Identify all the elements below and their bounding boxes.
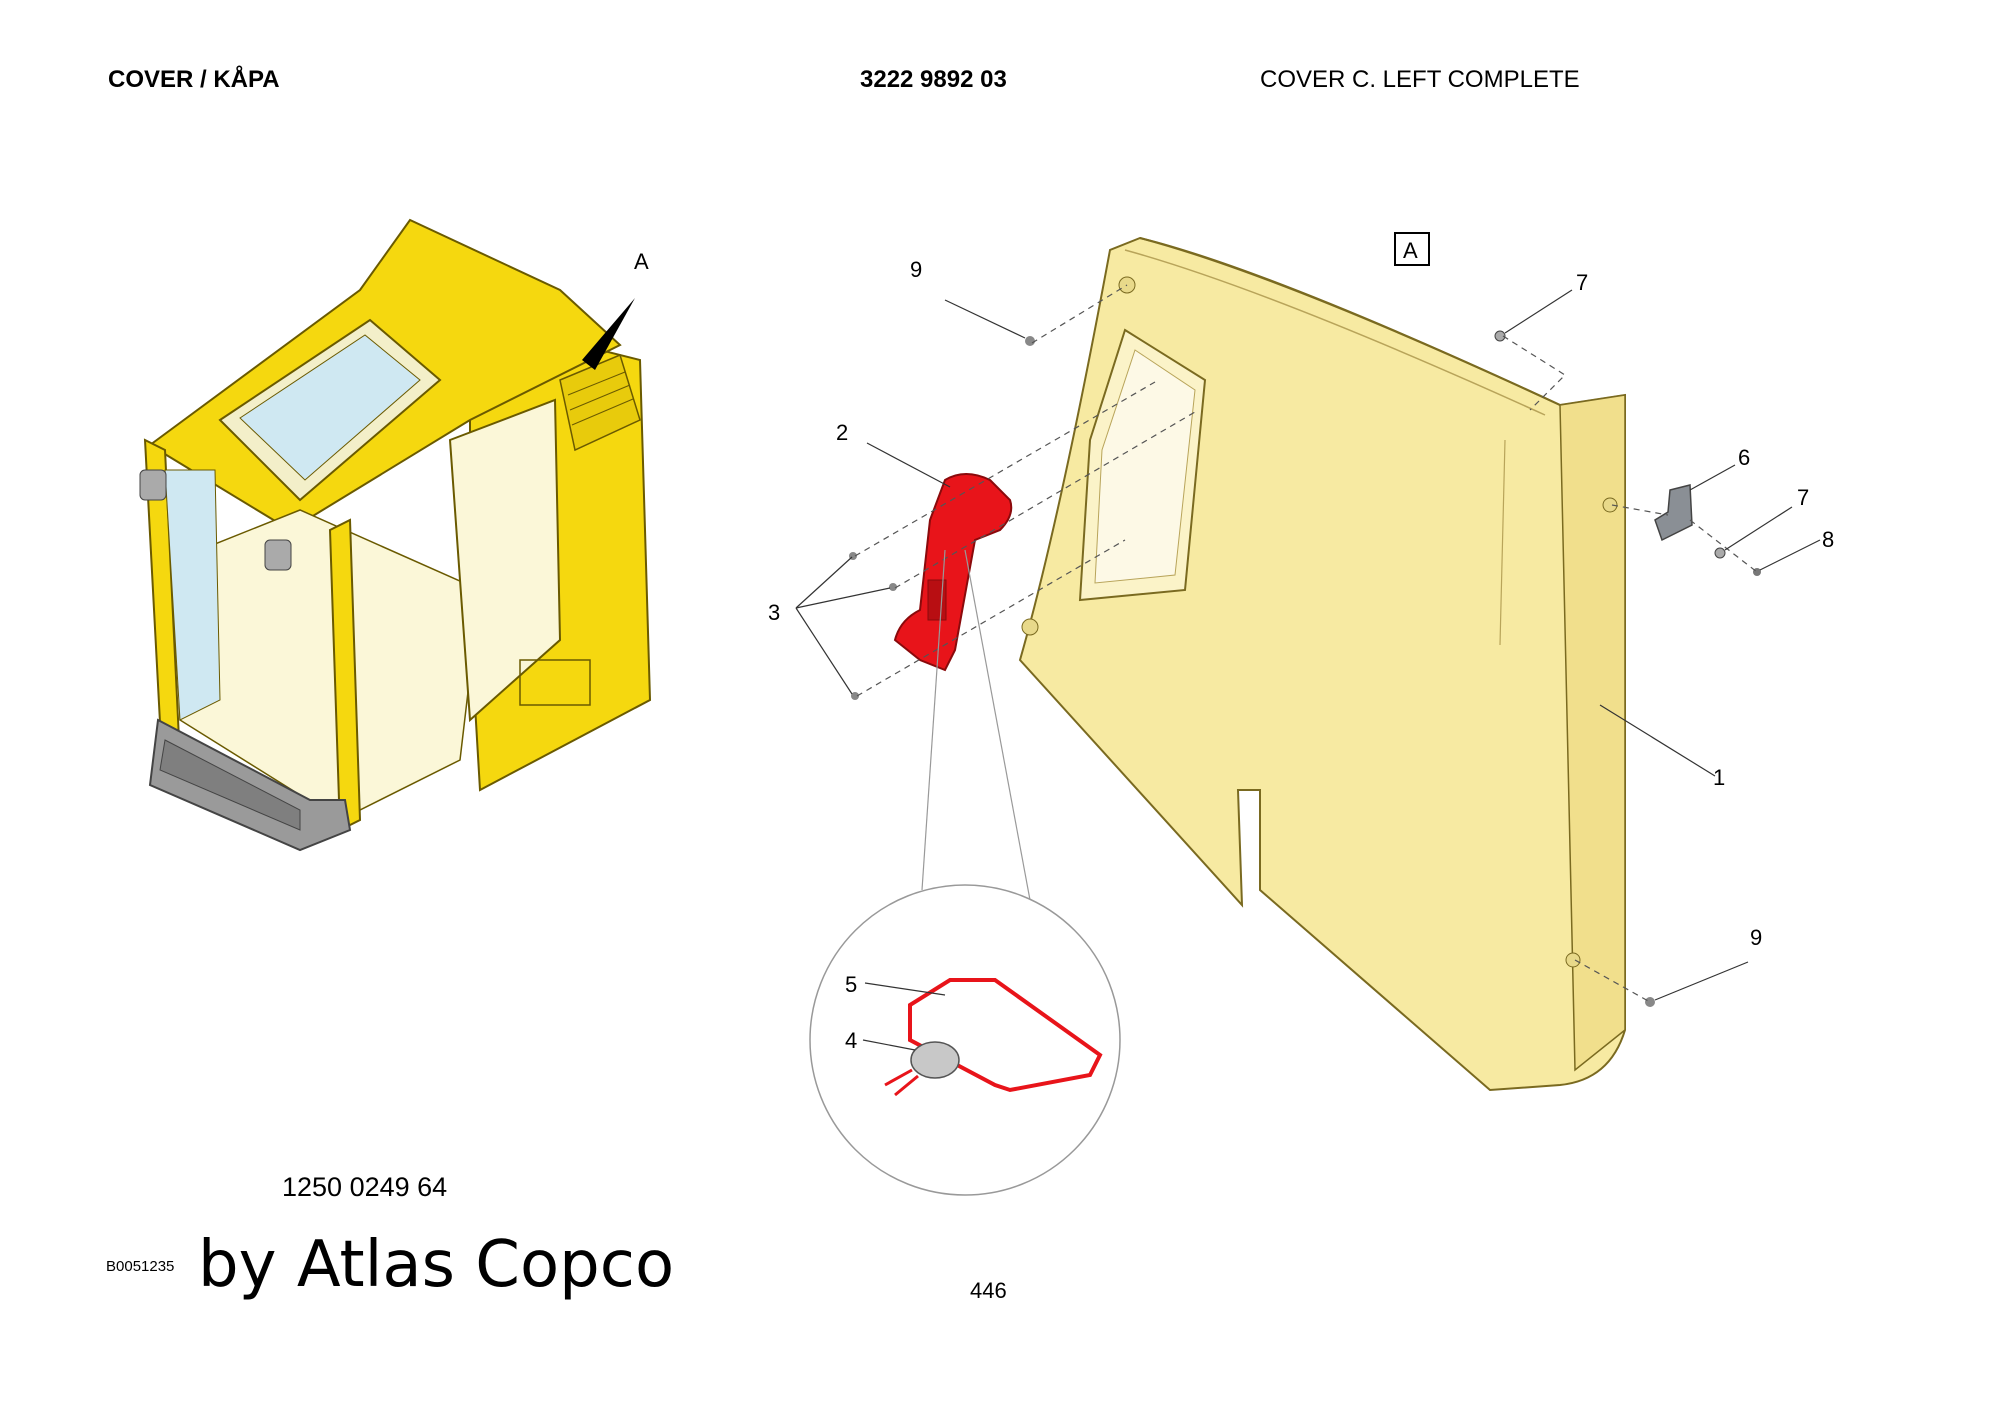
page-number: 446 [970, 1278, 1007, 1303]
assembly-line [1611, 504, 1669, 516]
assembly-line [1502, 335, 1566, 411]
callout-7-top: 7 [1576, 270, 1588, 295]
cover-panel [1018, 236, 1626, 1092]
part-number: 3222 9892 03 [860, 66, 1007, 93]
callout-7-right: 7 [1797, 485, 1809, 510]
callout-9-bottom: 9 [1750, 925, 1762, 950]
view-pointer-label: A [634, 249, 649, 274]
cab-overview [139, 218, 652, 852]
assembly-line [1574, 959, 1651, 1003]
callout-5: 5 [845, 972, 857, 997]
page-title: COVER / KÅPA [108, 66, 280, 93]
part-description: COVER C. LEFT COMPLETE [1260, 66, 1580, 93]
drawing-reference: B0051235 [106, 1258, 175, 1275]
callout-9-top: 9 [910, 257, 922, 282]
callout-1: 1 [1713, 765, 1725, 790]
callout-2: 2 [836, 420, 848, 445]
callout-8: 8 [1822, 527, 1834, 552]
latch [1654, 484, 1693, 542]
assembly-line [1031, 284, 1128, 344]
fasteners [849, 330, 1761, 1007]
watermark-text: by Atlas Copco [198, 1228, 675, 1302]
callout-4: 4 [845, 1028, 857, 1053]
callout-6: 6 [1738, 445, 1750, 470]
kit-number: 1250 0249 64 [282, 1172, 448, 1202]
view-frame [1394, 232, 1430, 266]
assembly-line [1689, 519, 1758, 573]
assembly-line [856, 539, 1126, 697]
detail-circle [809, 549, 1121, 1196]
callout-3: 3 [768, 600, 780, 625]
view-frame-label: A [1403, 238, 1418, 263]
assembly-line [854, 381, 1156, 557]
